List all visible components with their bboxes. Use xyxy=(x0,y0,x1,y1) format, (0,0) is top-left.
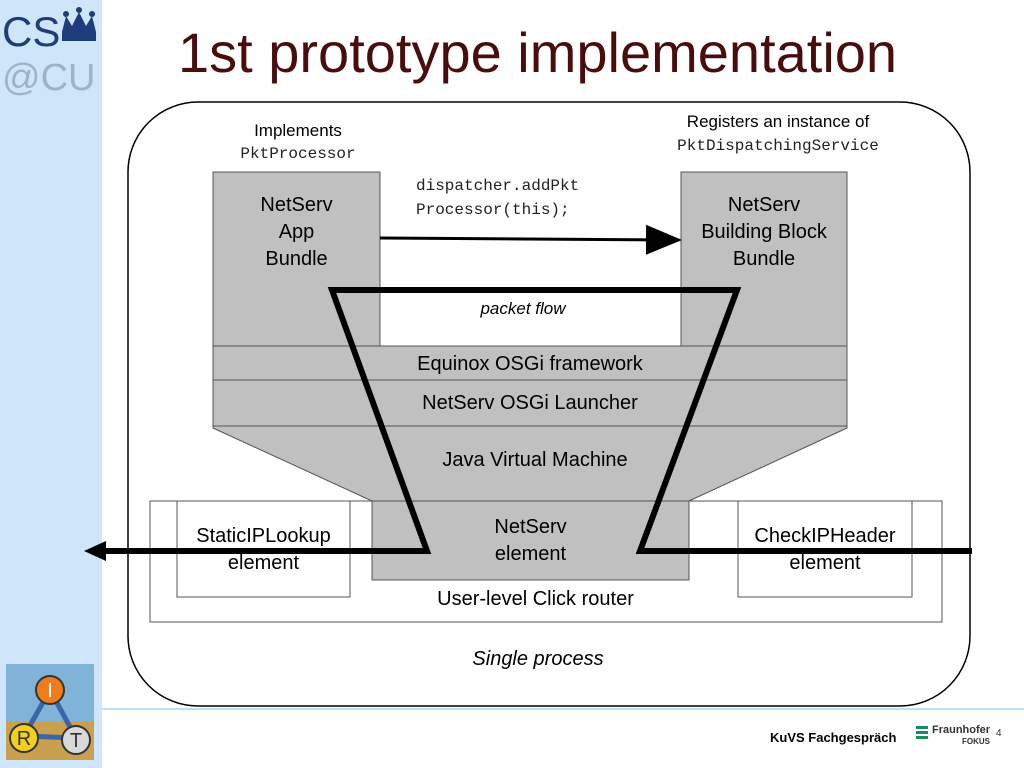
packet-flow-path xyxy=(100,287,972,554)
building-block-line1: NetServ xyxy=(727,194,801,216)
static-lookup-line2: element xyxy=(227,552,300,574)
register-arrow xyxy=(379,224,682,255)
app-bundle-line1: NetServ xyxy=(260,194,333,216)
check-header-line2: element xyxy=(789,552,861,574)
packet-flow-label: packet flow xyxy=(480,299,566,318)
implements-interface: PktProcessor xyxy=(240,145,356,163)
launcher-box xyxy=(212,379,848,427)
static-lookup-label: StaticIPLookup element xyxy=(177,523,350,577)
irt-logo: I R T xyxy=(6,664,94,760)
call-code-line1: dispatcher.addPkt xyxy=(416,177,580,195)
equinox-label: Equinox OSGi framework xyxy=(417,353,643,375)
netserv-element-line2: element xyxy=(494,543,567,565)
irt-r-circle xyxy=(9,723,39,753)
check-header-label: CheckIPHeader element xyxy=(738,523,912,577)
netserv-element-label: NetServ element xyxy=(372,514,689,568)
footer-divider xyxy=(102,708,1024,710)
building-block-line2: Building Block xyxy=(701,221,827,243)
fraunhofer-name: Fraunhofer xyxy=(932,724,991,736)
launcher-label: NetServ OSGi Launcher xyxy=(422,392,638,414)
irt-i-circle xyxy=(35,675,65,705)
implements-label: Implements xyxy=(254,121,342,140)
building-block-label: NetServ Building Block Bundle xyxy=(681,192,847,273)
page-number: 4 xyxy=(996,728,1002,739)
cu-logo-text: @CU xyxy=(2,57,95,97)
registers-label: Registers an instance of xyxy=(686,112,870,131)
jvm-label: Java Virtual Machine xyxy=(442,449,628,471)
netserv-element-line1: NetServ xyxy=(494,516,567,538)
footer-text: KuVS Fachgespräch xyxy=(770,730,897,745)
app-bundle-line3: Bundle xyxy=(265,248,328,270)
irt-letter-t: T xyxy=(70,730,82,752)
static-lookup-line1: StaticIPLookup xyxy=(196,525,331,547)
irt-t-circle xyxy=(61,725,91,755)
check-header-line1: CheckIPHeader xyxy=(754,525,896,547)
call-code-line2: Processor(this); xyxy=(416,201,570,219)
crown-icon xyxy=(62,7,96,41)
registers-service: PktDispatchingService xyxy=(677,137,879,155)
fraunhofer-logo-icon xyxy=(916,726,928,739)
cs-logo-text: CS xyxy=(2,8,60,55)
equinox-box xyxy=(212,345,848,381)
app-bundle-label: NetServ App Bundle xyxy=(213,192,380,273)
irt-letter-i: I xyxy=(47,680,53,702)
fraunhofer-sub: FOKUS xyxy=(962,737,990,746)
slide-title: 1st prototype implementation xyxy=(178,21,898,84)
cs-cu-logo: CS @CU xyxy=(2,7,96,97)
building-block-line3: Bundle xyxy=(732,248,796,270)
app-bundle-line2: App xyxy=(278,221,315,243)
irt-letter-r: R xyxy=(17,728,31,750)
building-block-box xyxy=(680,171,848,347)
app-bundle-box xyxy=(212,171,381,347)
sidebar xyxy=(0,0,102,768)
call-code: dispatcher.addPkt Processor(this); xyxy=(416,174,579,222)
single-process-label: Single process xyxy=(472,648,604,670)
packet-flow-arrowhead xyxy=(84,541,106,561)
click-router-label: User-level Click router xyxy=(437,588,634,610)
